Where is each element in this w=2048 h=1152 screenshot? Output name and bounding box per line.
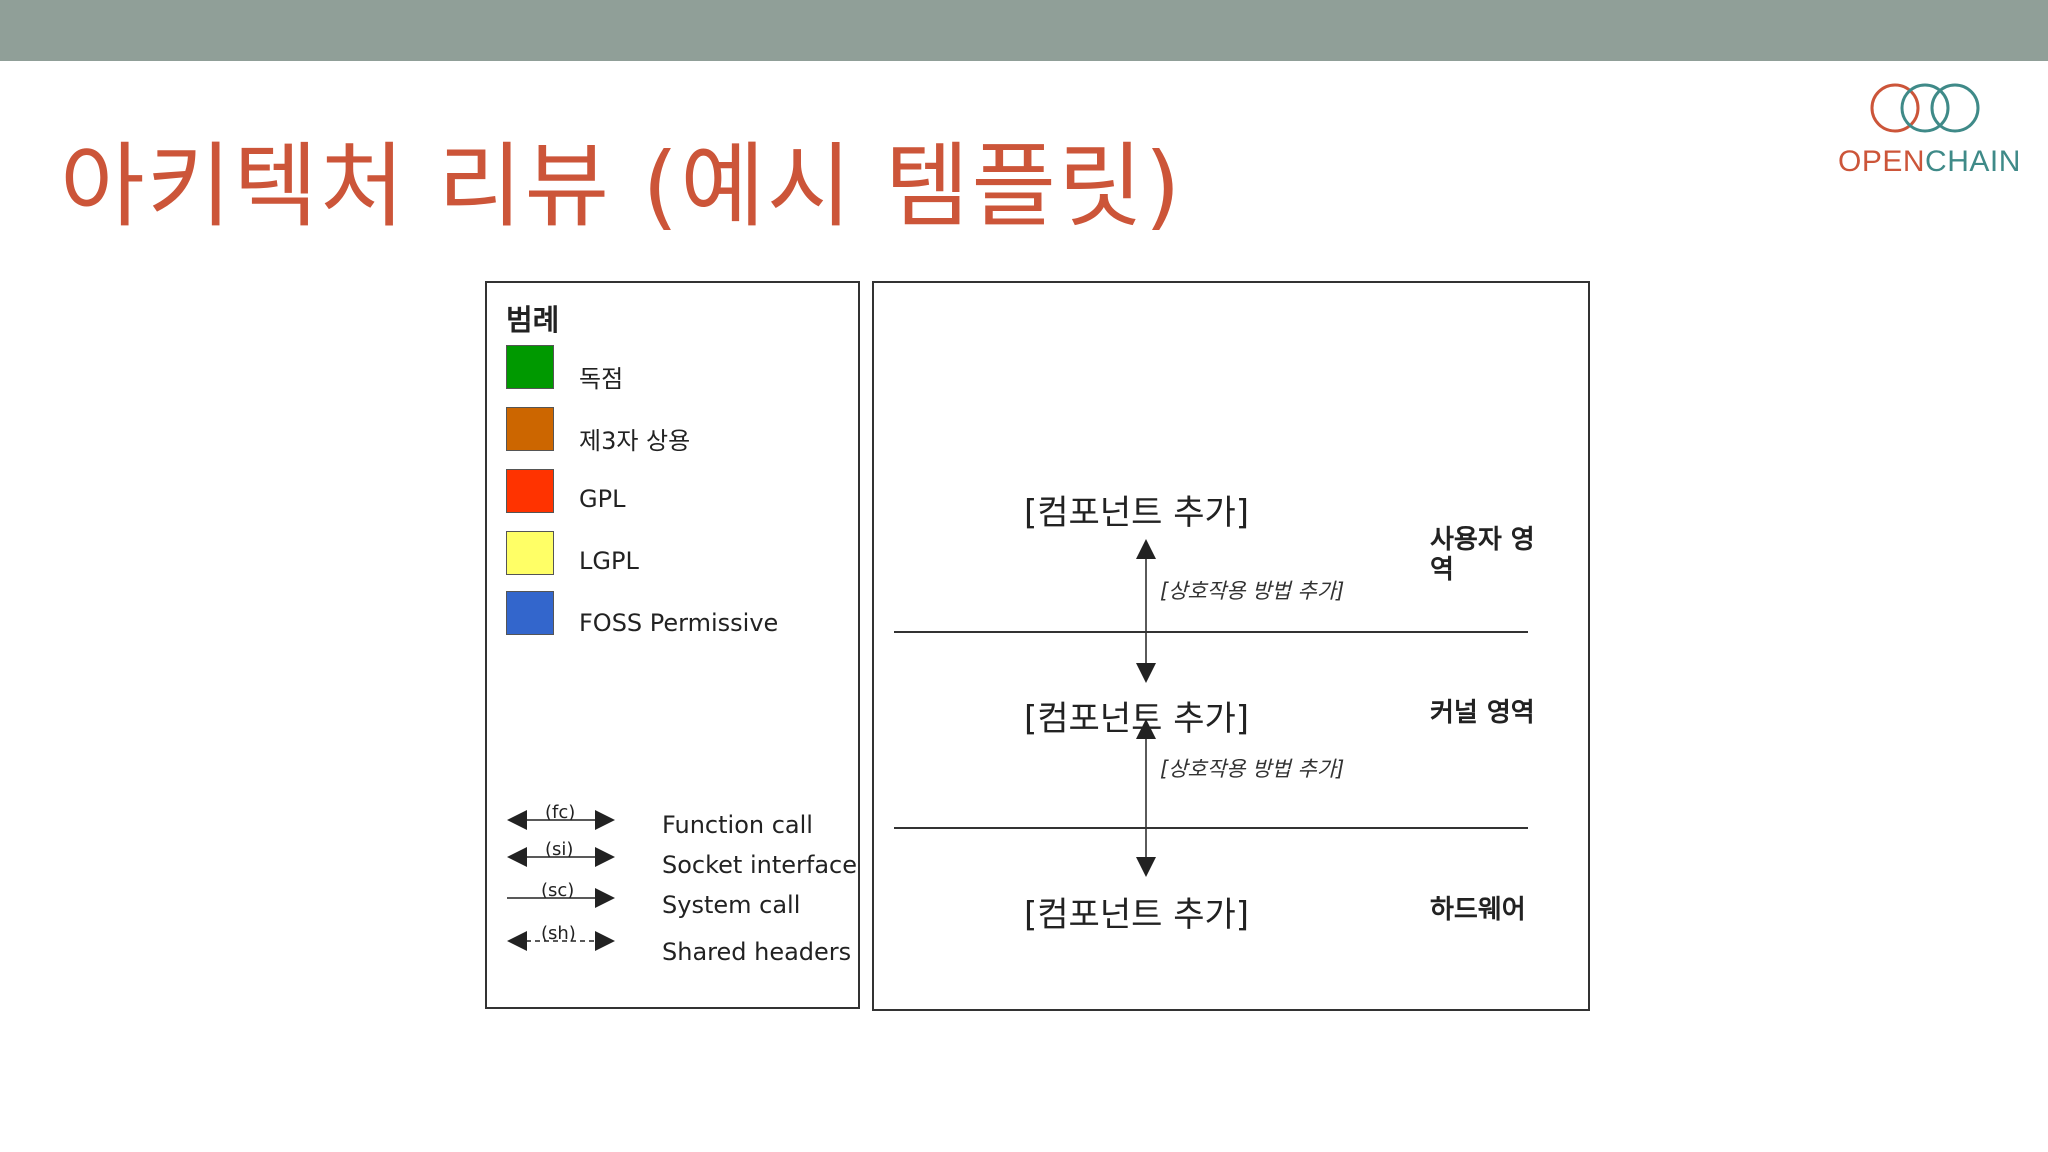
logo-open-text: OPEN [1838, 145, 1926, 178]
arrow-label-si: Socket interface [662, 851, 857, 879]
arrow-code-sc: (sc) [541, 880, 575, 901]
arrow-code-sh: (sh) [541, 923, 576, 944]
arrow-key-sc: (sc) [507, 880, 617, 913]
zone-label-hardware: 하드웨어 [1430, 895, 1526, 925]
arrow-up-icon [1136, 719, 1156, 739]
logo-chain-text: CHAIN [1925, 145, 2021, 178]
legend-swatch-foss [506, 591, 554, 635]
single-arrow-icon [507, 888, 615, 908]
legend-label-commercial: 제3자 상용 [579, 427, 691, 455]
legend-label-proprietary: 독점 [579, 365, 624, 393]
arrow-key-sh: (sh) [507, 923, 617, 956]
legend-box: 범례 독점 제3자 상용 GPL LGPL FOSS Permissive (f… [485, 281, 860, 1009]
diagram-arrows [1136, 539, 1156, 877]
double-arrow-icon [507, 810, 615, 830]
double-arrow-icon [507, 847, 615, 867]
top-bar [0, 0, 2048, 61]
openchain-logo: OPENCHAIN [1832, 78, 2022, 188]
arrow-code-si: (si) [545, 839, 574, 860]
legend-title: 범례 [506, 303, 560, 337]
arrow-label-fc: Function call [662, 811, 813, 839]
dashed-double-arrow-icon [507, 931, 615, 951]
arrow-down-icon [1136, 857, 1156, 877]
arrow-code-fc: (fc) [545, 802, 576, 823]
component-kernel: [컴포넌트 추가] [1024, 699, 1250, 739]
logo-wordmark: OPENCHAIN [1838, 145, 2021, 179]
arrow-key-fc: (fc) [507, 802, 617, 835]
arrow-up-icon [1136, 539, 1156, 559]
architecture-diagram: [컴포넌트 추가] 사용자 영역 [상호작용 방법 추가] [컴포넌트 추가] … [872, 281, 1590, 1011]
legend-swatch-gpl [506, 469, 554, 513]
layer-divider-user-kernel [894, 631, 1528, 633]
layer-divider-kernel-hardware [894, 827, 1528, 829]
interaction-label-1: [상호작용 방법 추가] [1160, 579, 1345, 603]
arrow-key-si: (si) [507, 839, 617, 872]
zone-label-kernel: 커널 영역 [1430, 698, 1535, 728]
legend-swatch-lgpl [506, 531, 554, 575]
arrow-label-sc: System call [662, 891, 801, 919]
slide-title: 아키텍처 리뷰 (예시 템플릿) [60, 133, 1183, 240]
legend-swatch-proprietary [506, 345, 554, 389]
component-hardware: [컴포넌트 추가] [1024, 895, 1250, 935]
legend-swatch-commercial [506, 407, 554, 451]
interaction-label-2: [상호작용 방법 추가] [1160, 757, 1345, 781]
arrow-label-sh: Shared headers [662, 938, 852, 966]
zone-label-user: 사용자 영역 [1430, 525, 1535, 585]
arrow-down-icon [1136, 663, 1156, 683]
component-user: [컴포넌트 추가] [1024, 493, 1250, 533]
openchain-rings-icon [1870, 83, 1980, 133]
legend-label-gpl: GPL [579, 485, 626, 513]
legend-label-foss: FOSS Permissive [579, 609, 779, 637]
legend-label-lgpl: LGPL [579, 547, 639, 575]
